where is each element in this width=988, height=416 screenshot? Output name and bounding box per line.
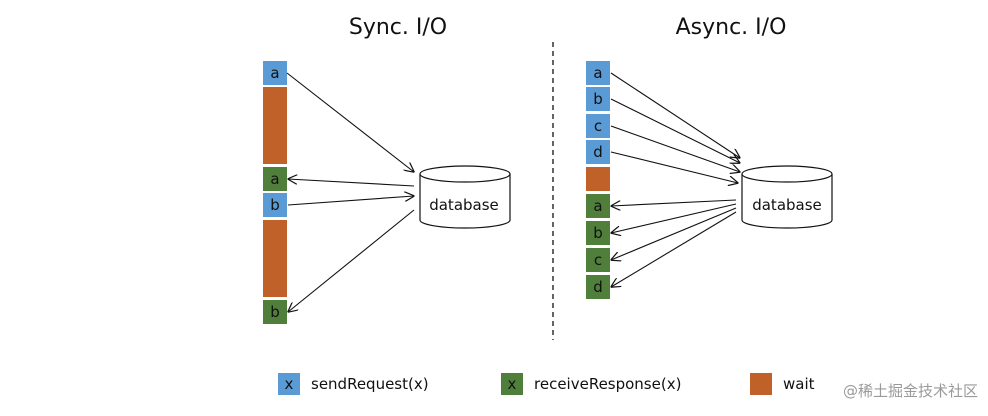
async-arrow-response-a [611, 199, 737, 206]
legend-receive-label: receiveResponse(x) [534, 375, 681, 393]
legend-wait-swatch [750, 373, 772, 395]
sync-block-wait [263, 87, 287, 164]
legend-receive-symbol: x [508, 375, 517, 393]
async-block-send-c [586, 114, 610, 138]
legend-send-label: sendRequest(x) [311, 375, 429, 393]
sync-database-label: database [429, 196, 499, 214]
async-block-send-a [586, 61, 610, 85]
async-block-receive-c [586, 248, 610, 272]
async-block-label: a [593, 64, 602, 82]
async-arrow-request-d [610, 151, 738, 183]
async-arrow-request-c [610, 125, 740, 172]
sync-arrow-request-b [287, 196, 414, 206]
async-database: database [741, 165, 833, 229]
sync-arrow-request-a [286, 72, 414, 172]
legend: x sendRequest(x) x receiveResponse(x) wa… [278, 373, 815, 395]
legend-wait-label: wait [783, 375, 815, 393]
async-arrow-request-b [610, 98, 740, 163]
sync-block-label: b [270, 196, 280, 214]
async-database-label: database [752, 196, 822, 214]
sync-title: Sync. I/O [349, 15, 447, 40]
legend-receive-swatch [501, 373, 523, 395]
async-arrow-request-a [610, 72, 740, 158]
sync-block-label: a [270, 170, 279, 188]
async-title: Async. I/O [676, 15, 787, 40]
async-block-label: d [593, 143, 603, 161]
sync-arrow-response-a [288, 179, 415, 187]
sync-block-label: b [270, 303, 280, 321]
async-arrow-response-c [611, 207, 737, 260]
sync-block-label: a [270, 64, 279, 82]
async-block-send-d [586, 140, 610, 164]
sync-arrows [286, 72, 415, 312]
async-block-label: a [593, 197, 602, 215]
async-block-send-b [586, 87, 610, 111]
async-block-label: c [594, 251, 602, 269]
watermark: @稀土掘金技术社区 [843, 382, 978, 400]
async-block-label: d [593, 278, 603, 296]
async-arrow-response-b [611, 203, 737, 233]
sync-database: database [419, 165, 511, 229]
async-block-wait [586, 167, 610, 191]
sync-timeline: a a b b [263, 61, 287, 324]
legend-send-symbol: x [285, 375, 294, 393]
sync-block-wait [263, 220, 287, 297]
sync-arrow-response-b [288, 209, 415, 312]
async-arrow-response-d [611, 211, 737, 287]
sync-block-receive-a [263, 167, 287, 191]
legend-send-swatch [278, 373, 300, 395]
sync-block-send-b [263, 193, 287, 217]
async-timeline: a b c d a b c d [586, 61, 610, 299]
async-block-label: c [594, 117, 602, 135]
sync-block-receive-b [263, 300, 287, 324]
async-block-receive-b [586, 221, 610, 245]
async-block-receive-a [586, 194, 610, 218]
async-block-label: b [593, 90, 603, 108]
async-block-receive-d [586, 275, 610, 299]
async-block-label: b [593, 224, 603, 242]
async-arrows [610, 72, 740, 287]
sync-block-send-a [263, 61, 287, 85]
